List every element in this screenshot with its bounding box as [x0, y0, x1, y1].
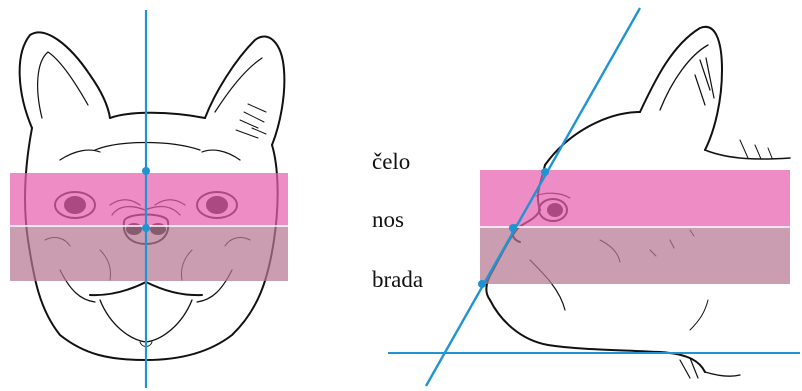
label-forehead: čelo: [372, 150, 410, 173]
side-forehead-point: [541, 168, 549, 176]
side-chin-point: [478, 280, 486, 288]
label-chin: brada: [372, 268, 423, 291]
front-forehead-band: [10, 173, 288, 226]
side-nose-point: [509, 224, 517, 232]
front-nose-point: [142, 224, 150, 232]
label-nose: nos: [372, 208, 404, 231]
side-forehead-band: [480, 170, 790, 227]
front-nose-chin-band: [10, 226, 288, 281]
front-forehead-point: [142, 167, 150, 175]
side-nose-chin-band: [480, 227, 790, 284]
